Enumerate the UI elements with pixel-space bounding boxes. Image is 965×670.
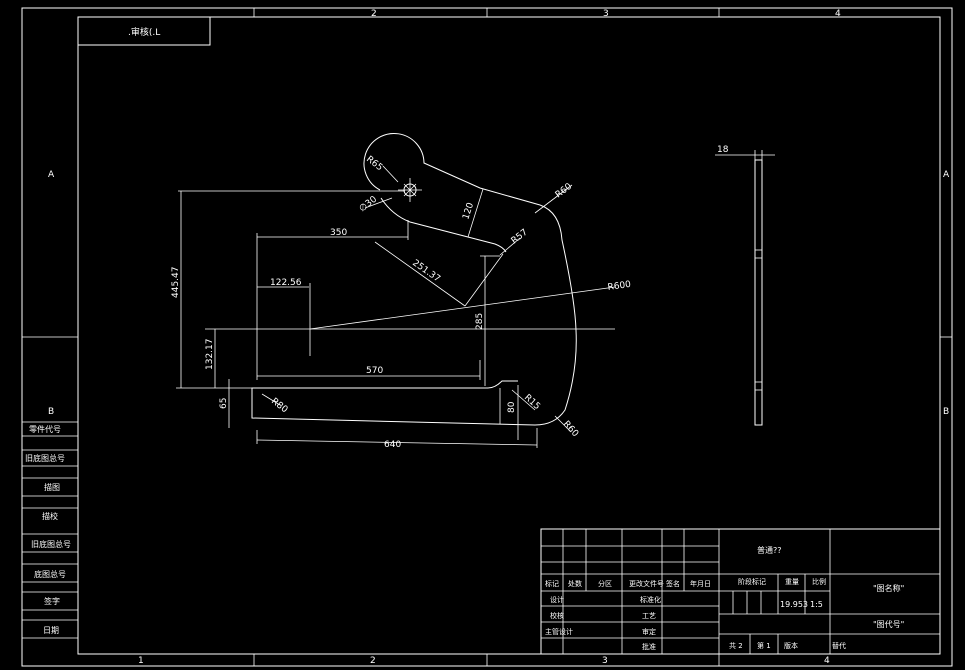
part-contour	[251, 133, 577, 426]
dim-350: 350	[330, 228, 347, 238]
dim-18: 18	[717, 145, 729, 155]
tb-chief: 主管设计	[545, 627, 573, 636]
dim-dia30: ∅30	[358, 194, 380, 214]
outer-frame	[21, 7, 953, 667]
tb-rev-date: 年月日	[690, 579, 711, 588]
tb-rev-count: 处数	[568, 579, 582, 588]
tb-approve: 批准	[642, 642, 656, 651]
dim-132: 132.17	[205, 339, 215, 371]
dim-640: 640	[384, 440, 401, 450]
left-strip-lines	[22, 421, 78, 639]
dim-285: 285	[475, 313, 485, 330]
side-view	[715, 150, 775, 426]
centerlines	[205, 178, 615, 356]
dim-r60-top: R60	[554, 182, 574, 201]
tb-sheet-no: 第 1	[757, 641, 771, 650]
dim-r57: R57	[510, 228, 530, 247]
zone-row-left-b: B	[48, 407, 54, 417]
tb-material: 普通??	[757, 545, 782, 555]
tb-standard: 标准化	[640, 595, 661, 604]
tb-review: 审定	[642, 627, 656, 636]
tb-stage-label: 阶段标记	[738, 577, 766, 586]
tb-checker: 校核	[550, 611, 564, 620]
strip-part-code: 零件代号	[29, 424, 61, 434]
dim-570: 570	[366, 366, 383, 376]
tb-process: 工艺	[642, 612, 656, 620]
inner-slot-edge	[380, 197, 507, 253]
zone-row-right-a: A	[943, 170, 950, 180]
zone-col-bottom-4: 4	[824, 656, 830, 666]
tb-sheets-total: 共 2	[729, 641, 743, 650]
strip-old-base-no: 旧底图总号	[31, 539, 71, 549]
tb-drawing-name: "图名称"	[873, 583, 904, 593]
title-block-grid	[540, 528, 941, 655]
zone-row-left-a: A	[48, 170, 55, 180]
tb-designer: 设计	[550, 595, 564, 604]
tb-scale-label: 比例	[812, 577, 826, 586]
dimension-lines	[176, 165, 616, 448]
dim-r15: R15	[522, 393, 542, 412]
tb-scale: 1:5	[810, 600, 823, 609]
zone-row-right-b: B	[943, 407, 949, 417]
zone-col-top-2: 2	[371, 9, 377, 19]
dim-r65: R65	[364, 154, 384, 173]
dim-r80: R80	[269, 396, 289, 415]
dim-r60-bottom: R60	[561, 419, 580, 439]
tb-rev-doc: 更改文件号	[629, 579, 664, 588]
strip-tracing: 描图	[44, 482, 60, 492]
zone-col-top-4: 4	[835, 9, 841, 19]
dim-251: 251.37	[410, 258, 442, 284]
strip-signature: 签字	[44, 596, 60, 606]
strip-date: 日期	[43, 626, 59, 635]
dim-r600: R600	[607, 280, 632, 293]
strip-old-drawing-no: 旧底图总号	[25, 453, 65, 463]
inner-frame	[77, 16, 941, 655]
tb-rev-sign: 签名	[666, 579, 680, 588]
corner-tag-box	[77, 16, 211, 46]
tb-weight-label: 重量	[785, 578, 799, 586]
tb-weight: 19.953	[780, 600, 808, 609]
tb-version: 版本	[784, 641, 798, 650]
corner-tag: .审核(.L	[128, 26, 160, 38]
dim-65: 65	[219, 398, 229, 409]
zone-col-top-3: 3	[603, 9, 609, 19]
dim-122: 122.56	[270, 278, 302, 288]
zone-col-bottom-3: 3	[602, 656, 608, 666]
tb-rev-mark: 标记	[545, 579, 559, 588]
tb-replace: 替代	[832, 641, 846, 650]
tb-drawing-code: "图代号"	[873, 619, 904, 629]
strip-base-no: 底图总号	[34, 569, 66, 579]
dim-4454: 445.47	[171, 267, 181, 299]
tb-rev-zone: 分区	[598, 579, 612, 588]
zone-ticks	[22, 8, 952, 666]
zone-col-bottom-1: 1	[138, 656, 144, 666]
strip-trace-check: 描校	[42, 511, 58, 521]
dim-80: 80	[507, 401, 517, 413]
zone-col-bottom-2: 2	[370, 656, 376, 666]
